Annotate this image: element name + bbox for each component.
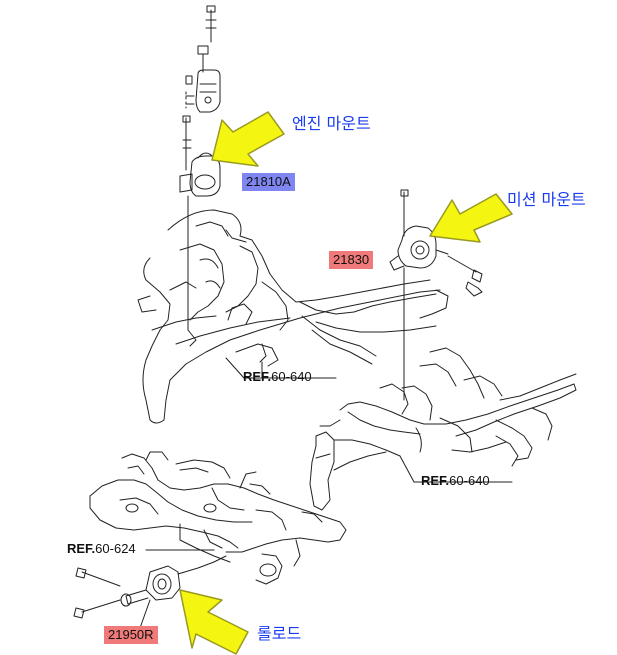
ref-right-leader-line xyxy=(399,455,415,483)
left-frame-assembly xyxy=(137,209,449,424)
ref-number: 60-640 xyxy=(271,369,312,384)
ref-left-rail: REF.60-640 xyxy=(243,369,312,384)
roll-rod-assembly xyxy=(73,555,227,629)
ref-prefix: REF. xyxy=(67,541,96,556)
engine-mount-upper-bracket xyxy=(185,69,221,113)
engine-mount-part-number: 21810A xyxy=(242,173,295,191)
transmission-mount-body xyxy=(389,189,483,401)
ref-left-leader-line xyxy=(225,357,245,379)
engine-mount-arrow xyxy=(211,111,285,167)
engine-mount-bolt-stack xyxy=(197,5,217,73)
transmission-mount-part-number: 21830 xyxy=(329,251,374,269)
engine-mount-callout: 엔진 마운트 xyxy=(292,114,371,133)
transmission-mount-callout: 미션 마운트 xyxy=(507,190,586,209)
ref-subframe: REF.60-624 xyxy=(67,541,136,556)
roll-rod-arrow xyxy=(179,589,249,655)
transmission-mount-arrow xyxy=(429,193,513,243)
ref-number: 60-640 xyxy=(449,473,490,488)
ref-prefix: REF. xyxy=(421,473,450,488)
front-subframe xyxy=(89,451,347,585)
ref-right-rail: REF.60-640 xyxy=(421,473,490,488)
roll-rod-callout: 롤로드 xyxy=(257,624,302,643)
roll-rod-part-number: 21950R xyxy=(104,626,158,644)
ref-prefix: REF. xyxy=(243,369,272,384)
right-frame-assembly xyxy=(309,347,577,511)
ref-number: 60-624 xyxy=(95,541,136,556)
